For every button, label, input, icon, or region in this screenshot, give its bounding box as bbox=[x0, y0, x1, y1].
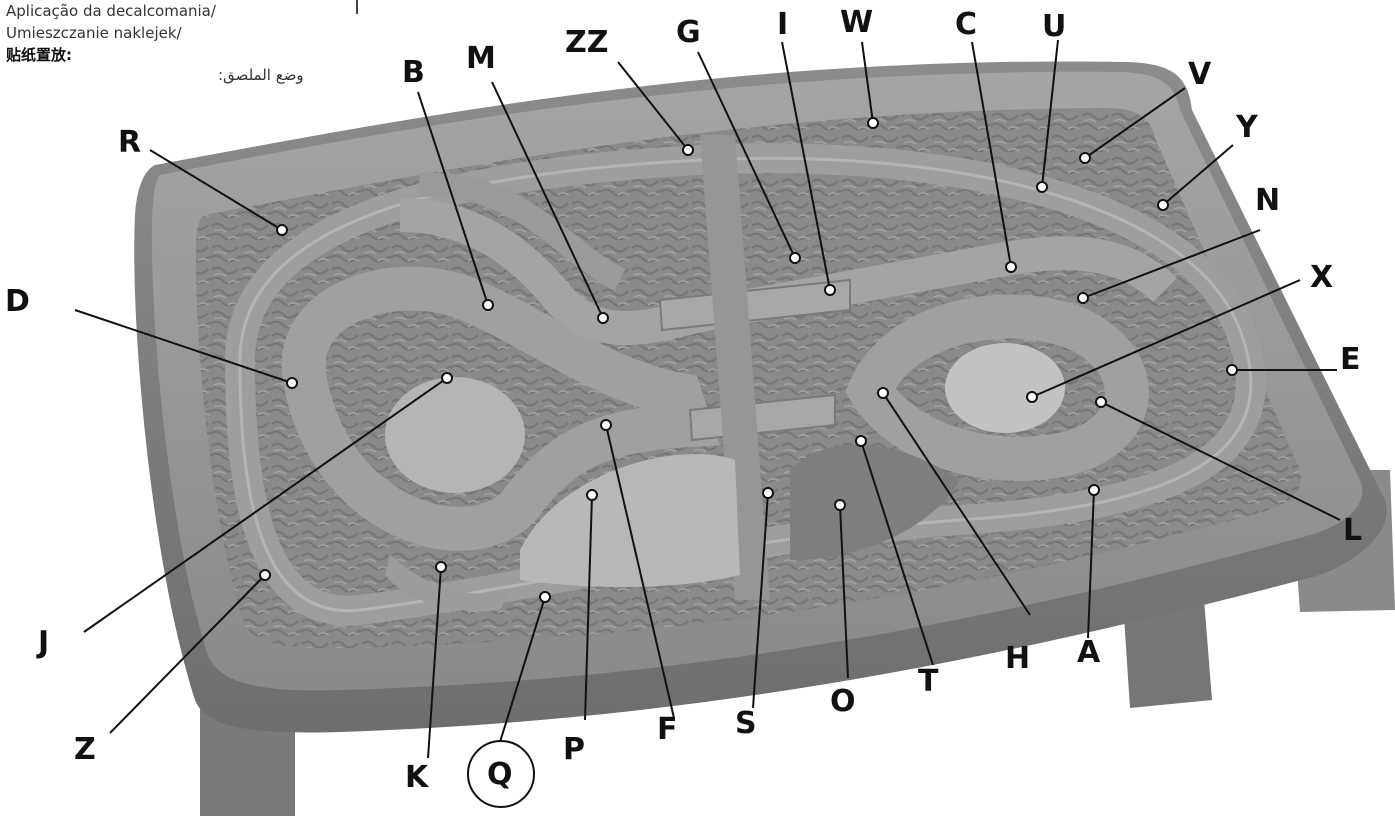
label-M: M bbox=[466, 44, 496, 74]
point-N bbox=[1078, 293, 1088, 303]
label-ZZ: ZZ bbox=[565, 28, 609, 58]
point-D bbox=[287, 378, 297, 388]
label-H: H bbox=[1005, 644, 1030, 674]
label-F: F bbox=[657, 715, 678, 745]
label-U: U bbox=[1042, 12, 1066, 42]
label-B: B bbox=[402, 58, 425, 88]
point-X bbox=[1027, 392, 1037, 402]
label-G: G bbox=[676, 18, 701, 48]
point-I bbox=[825, 285, 835, 295]
point-W bbox=[868, 118, 878, 128]
label-D: D bbox=[5, 287, 30, 317]
point-C bbox=[1006, 262, 1016, 272]
label-X: X bbox=[1310, 263, 1333, 293]
label-C: C bbox=[955, 10, 977, 40]
point-T bbox=[856, 436, 866, 446]
point-Y bbox=[1158, 200, 1168, 210]
point-R bbox=[277, 225, 287, 235]
point-E bbox=[1227, 365, 1237, 375]
label-L: L bbox=[1343, 516, 1362, 546]
label-R: R bbox=[118, 128, 141, 158]
point-Q bbox=[540, 592, 550, 602]
label-E: E bbox=[1340, 345, 1361, 375]
label-W: W bbox=[840, 8, 873, 38]
label-V: V bbox=[1188, 60, 1211, 90]
label-A: A bbox=[1077, 638, 1100, 668]
label-J: J bbox=[38, 628, 49, 658]
point-L bbox=[1096, 397, 1106, 407]
label-P: P bbox=[563, 735, 585, 765]
point-H bbox=[878, 388, 888, 398]
label-I: I bbox=[777, 10, 788, 40]
point-V bbox=[1080, 153, 1090, 163]
label-Z: Z bbox=[74, 735, 96, 765]
point-K bbox=[436, 562, 446, 572]
point-G bbox=[790, 253, 800, 263]
point-ZZ bbox=[683, 145, 693, 155]
point-M bbox=[598, 313, 608, 323]
label-K: K bbox=[405, 763, 428, 793]
point-S bbox=[763, 488, 773, 498]
label-N: N bbox=[1255, 186, 1280, 216]
label-T: T bbox=[918, 667, 938, 697]
point-Z bbox=[260, 570, 270, 580]
point-F bbox=[601, 420, 611, 430]
point-B bbox=[483, 300, 493, 310]
label-Q: Q bbox=[487, 760, 513, 790]
label-O: O bbox=[830, 687, 856, 717]
point-O bbox=[835, 500, 845, 510]
point-A bbox=[1089, 485, 1099, 495]
point-P bbox=[587, 490, 597, 500]
point-U bbox=[1037, 182, 1047, 192]
label-S: S bbox=[735, 709, 757, 739]
label-Y: Y bbox=[1236, 113, 1258, 143]
point-J bbox=[442, 373, 452, 383]
